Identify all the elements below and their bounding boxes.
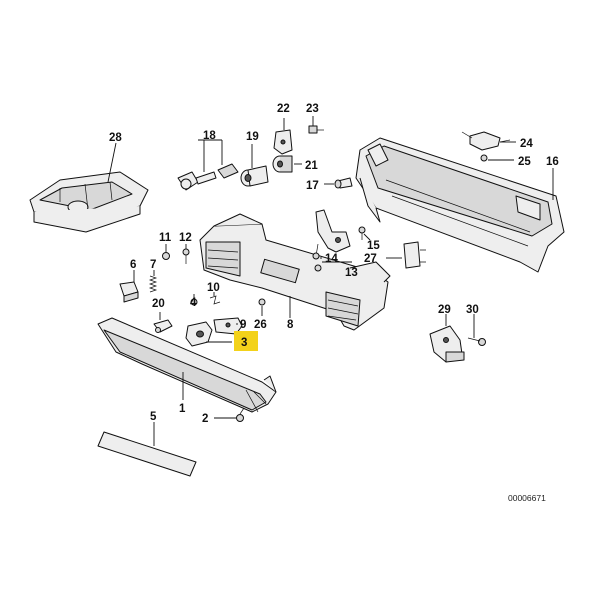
part-3-lock-plate <box>185 321 232 347</box>
callout-24: 24 <box>520 138 533 150</box>
callout-14: 14 <box>325 253 338 265</box>
part-28-tray-assembly <box>29 142 149 233</box>
part-30-screw <box>467 314 486 346</box>
part-7-spring <box>148 270 158 293</box>
callout-30: 30 <box>466 304 479 316</box>
part-9-lock-plate <box>213 317 243 335</box>
callout-8: 8 <box>287 319 294 331</box>
callout-22: 22 <box>277 103 290 115</box>
part-14-bracket <box>312 209 351 260</box>
part-24-switch <box>461 131 516 151</box>
part-18-key-lock <box>177 139 239 191</box>
callout-7: 7 <box>150 259 156 271</box>
callout-28: 28 <box>109 132 122 144</box>
part-20-hinge <box>153 312 173 333</box>
callout-20: 20 <box>152 298 165 310</box>
highlight-box <box>234 331 258 351</box>
part-5-trim-strip <box>97 422 197 477</box>
callout-11: 11 <box>159 232 172 244</box>
part-6-latch-button <box>119 270 139 303</box>
callout-17: 17 <box>306 180 319 192</box>
callout-6: 6 <box>130 259 136 271</box>
part-17-pin <box>324 177 353 189</box>
part-2-screw <box>214 407 245 422</box>
callout-18: 18 <box>203 130 216 142</box>
part-8-vent-assembly <box>199 213 391 331</box>
callout-29: 29 <box>438 304 451 316</box>
part-11-nut <box>162 244 170 260</box>
part-15-screw <box>358 226 371 241</box>
part-27-cover-plate <box>386 241 426 269</box>
callout-5: 5 <box>150 411 157 423</box>
part-23-screw <box>308 116 324 134</box>
part-26-screw <box>258 298 266 316</box>
part-25-screw <box>480 154 514 162</box>
callout-16: 16 <box>546 156 559 168</box>
callout-12: 12 <box>179 232 192 244</box>
callout-1: 1 <box>179 403 186 415</box>
callout-3: 3 <box>241 337 247 349</box>
callout-27: 27 <box>364 253 377 265</box>
callout-19: 19 <box>246 131 259 143</box>
callout-15: 15 <box>367 240 380 252</box>
callout-26: 26 <box>254 319 267 331</box>
callout-13: 13 <box>345 267 358 279</box>
part-22-plate <box>273 118 293 155</box>
callout-2: 2 <box>202 413 208 425</box>
part-21-bushing <box>272 155 302 173</box>
part-19-lock-barrel <box>240 144 269 187</box>
part-1-glovebox-lid <box>97 317 277 413</box>
callout-23: 23 <box>306 103 319 115</box>
callout-21: 21 <box>305 160 318 172</box>
callout-4: 4 <box>190 297 197 309</box>
part-13-clip <box>314 261 352 272</box>
callout-25: 25 <box>518 156 531 168</box>
reference-number: 00006671 <box>508 493 546 503</box>
part-4-screw <box>190 294 198 306</box>
part-29-bracket <box>429 314 465 363</box>
part-12-screw <box>182 244 190 264</box>
callout-10: 10 <box>207 282 220 294</box>
part-10-clip <box>209 292 221 305</box>
callout-9: 9 <box>240 319 246 331</box>
part-16-glovebox-housing <box>355 137 565 273</box>
